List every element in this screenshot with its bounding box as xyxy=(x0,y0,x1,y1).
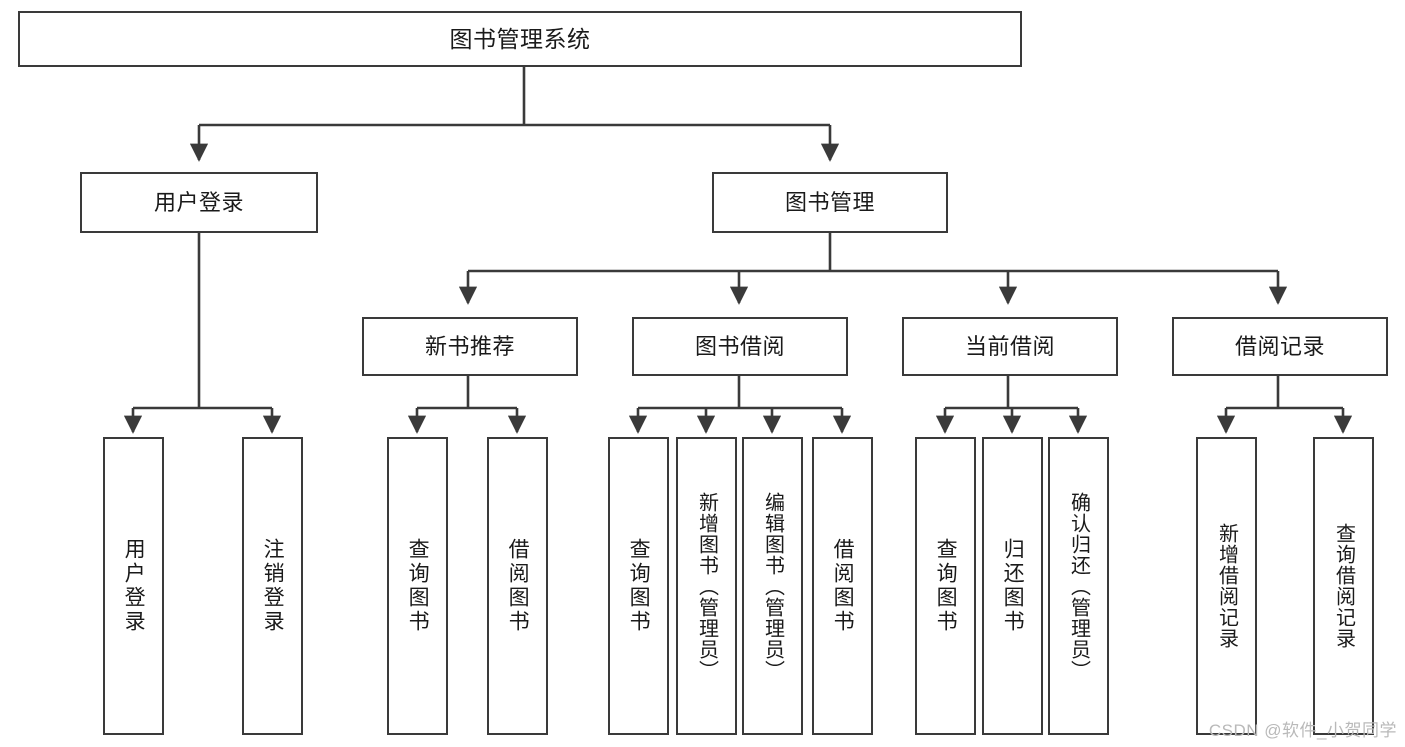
leaf-borrow-book-2[interactable]: 借阅图书 xyxy=(812,437,873,735)
leaf-borrow-book-1[interactable]: 借阅图书 xyxy=(487,437,548,735)
leaf-query-book-1[interactable]: 查询图书 xyxy=(387,437,448,735)
node-current-borrow[interactable]: 当前借阅 xyxy=(902,317,1118,376)
leaf-add-record[interactable]: 新增借阅记录 xyxy=(1196,437,1257,735)
node-book-borrow[interactable]: 图书借阅 xyxy=(632,317,848,376)
node-root[interactable]: 图书管理系统 xyxy=(18,11,1022,67)
leaf-user-login[interactable]: 用户登录 xyxy=(103,437,164,735)
leaf-query-record[interactable]: 查询借阅记录 xyxy=(1313,437,1374,735)
leaf-add-book[interactable]: 新增图书（管理员） xyxy=(676,437,737,735)
csdn-watermark: CSDN @软件_小贺同学 xyxy=(1208,721,1397,740)
node-borrow-record[interactable]: 借阅记录 xyxy=(1172,317,1388,376)
leaf-query-book-3[interactable]: 查询图书 xyxy=(915,437,976,735)
leaf-return-book[interactable]: 归还图书 xyxy=(982,437,1043,735)
leaf-confirm-return[interactable]: 确认归还（管理员） xyxy=(1048,437,1109,735)
node-user-login[interactable]: 用户登录 xyxy=(80,172,318,233)
node-book-manage[interactable]: 图书管理 xyxy=(712,172,948,233)
leaf-query-book-2[interactable]: 查询图书 xyxy=(608,437,669,735)
leaf-logout-login[interactable]: 注销登录 xyxy=(242,437,303,735)
node-new-book-recommend[interactable]: 新书推荐 xyxy=(362,317,578,376)
leaf-edit-book[interactable]: 编辑图书（管理员） xyxy=(742,437,803,735)
